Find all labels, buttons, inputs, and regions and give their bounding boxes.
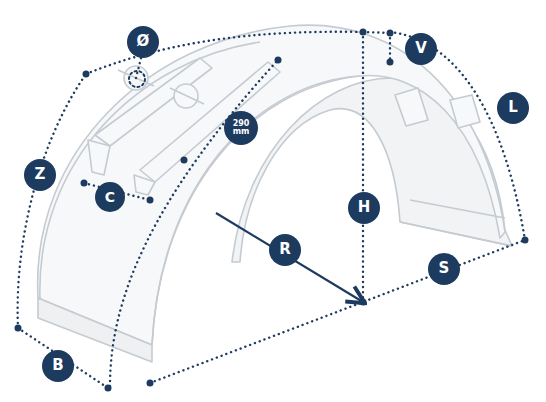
callout-label: R: [269, 234, 301, 266]
callout-text: H: [358, 200, 371, 216]
callout-text: V: [415, 41, 427, 57]
callout-label: B: [42, 350, 74, 382]
callout-text: C: [105, 190, 115, 205]
callout-label: Ø: [127, 26, 159, 58]
callout-text: L: [508, 100, 518, 116]
callout-text: 290 mm: [227, 120, 255, 137]
callout-text: B: [52, 358, 63, 374]
callout-text: Ø: [137, 34, 150, 50]
callout-text: R: [279, 242, 291, 258]
callout-label: L: [497, 92, 529, 124]
callout-text: Z: [35, 167, 46, 183]
callout-label: H: [348, 192, 380, 224]
callout-label: V: [405, 33, 437, 65]
callout-text: S: [439, 261, 450, 277]
callout-label: 290 mm: [224, 111, 258, 145]
callout-label: C: [95, 182, 125, 212]
callout-label: S: [428, 253, 460, 285]
callout-label: Z: [24, 159, 56, 191]
